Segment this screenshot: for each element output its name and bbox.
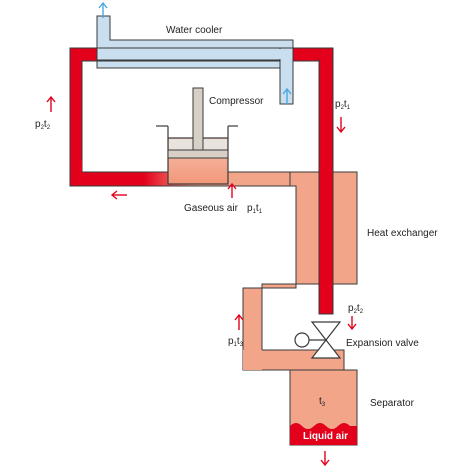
water-out-arrow-icon [98,1,108,18]
flow-arrows [46,1,357,467]
compressor-label: Compressor [209,96,264,107]
compressor [156,87,238,185]
state-label-p2t2-valve: p2t2 [348,303,364,315]
up-arrow-gaseous-icon [227,182,237,198]
water-cooler-label: Water cooler [166,25,223,36]
up-arrow-left-icon [46,95,56,112]
liquid-air-label: Liquid air [303,431,348,442]
state-label-p1t1: p1t1 [247,203,263,215]
heat-exchanger-label: Heat exchanger [367,228,438,239]
down-arrow-outlet-icon [320,451,330,467]
left-arrow-bottom-icon [110,190,127,200]
expansion-valve [294,321,342,359]
state-label-p1t3: p1t3 [228,336,244,348]
down-arrow-right-icon [336,117,346,134]
expansion-valve-label: Expansion valve [346,338,419,349]
separator-label: Separator [370,398,415,409]
state-label-t3: t3 [319,396,326,408]
gaseous-air-label: Gaseous air [184,203,239,214]
separator-vessel [289,369,358,446]
state-label-p2t2-left: p2t2 [35,119,51,131]
water-cooler-overlay [96,47,294,105]
water-in-arrow-icon [282,87,292,104]
down-arrow-valve-icon [347,316,357,331]
state-label-p2t1-right: p2t1 [335,99,351,111]
labels: Water cooler Compressor Gaseous air Heat… [35,25,438,442]
hot-inner-pipe [318,58,334,315]
liquid-air-pool [290,423,357,445]
up-arrow-separator-left-icon [234,313,244,330]
